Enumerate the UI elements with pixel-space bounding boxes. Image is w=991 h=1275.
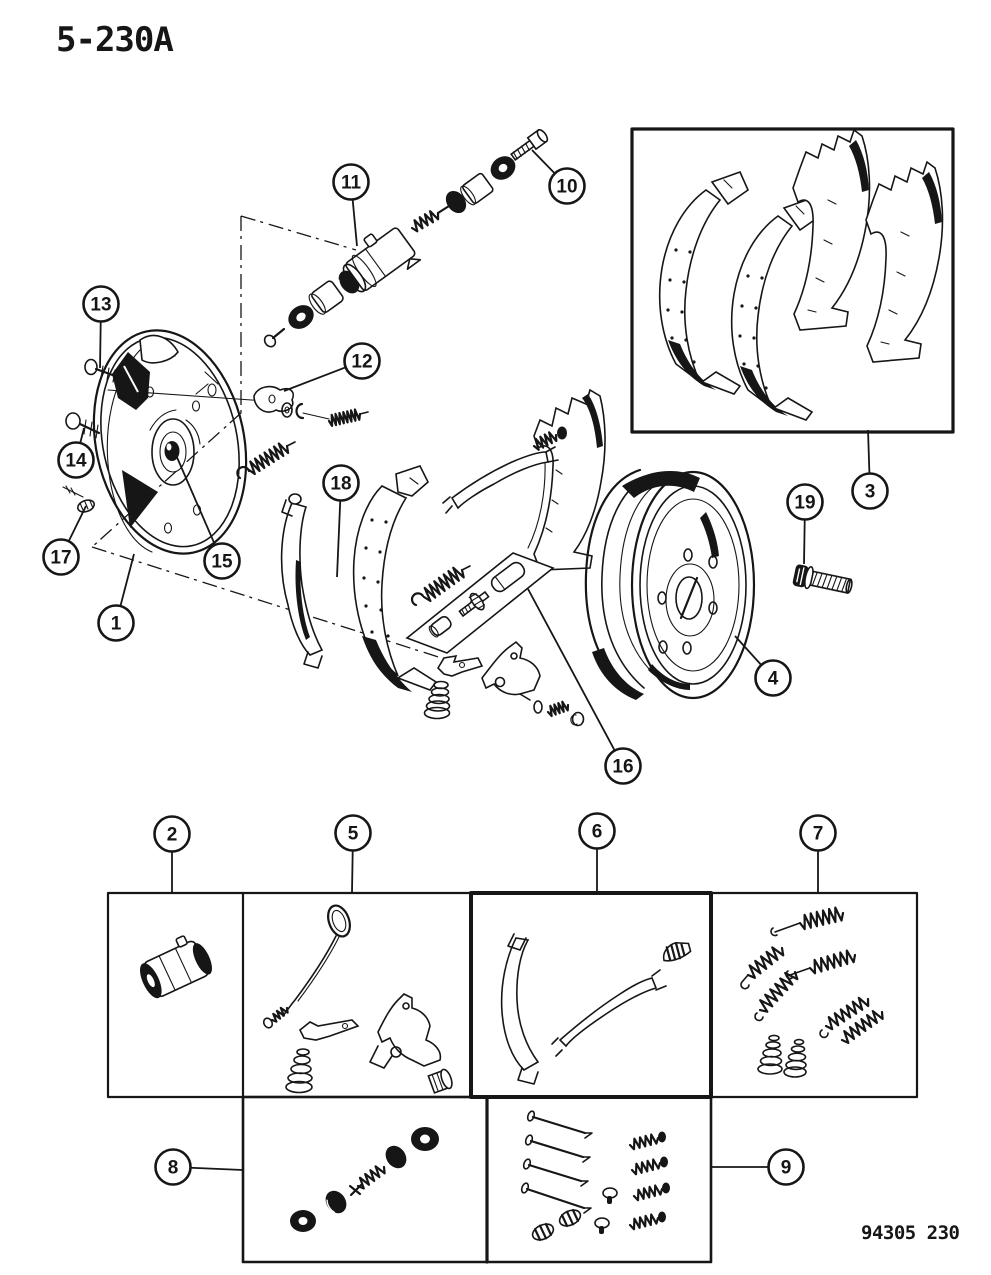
brake-drum: [584, 468, 853, 700]
callout-leader-5: [351, 850, 354, 893]
adjuster-kit-plate: [405, 552, 555, 654]
callout-leader-8: [190, 1166, 244, 1171]
callout-circle-10: [548, 167, 586, 205]
brake-shoe-cluster: [280, 388, 606, 692]
callout-number-1: 1: [111, 614, 122, 635]
wheel-cylinder-exploded: [263, 129, 549, 348]
callout-number-13: 13: [90, 295, 111, 316]
callout-number-5: 5: [348, 824, 359, 845]
kit-adjuster-lever: [262, 904, 453, 1094]
catalog-number-label: 94305 230: [861, 1222, 960, 1244]
construction-lines: [91, 215, 471, 668]
callout-number-17: 17: [50, 548, 71, 569]
backing-plate: [92, 329, 248, 555]
callout-number-9: 9: [781, 1158, 792, 1179]
nail-caps: [594, 1187, 618, 1234]
callout-circle-17: [42, 538, 80, 576]
wheel-stud-bolt: [792, 564, 853, 594]
callout-leader-13: [99, 321, 102, 369]
callout-circle-12: [343, 342, 381, 380]
callout-circle-18: [322, 464, 360, 502]
callout-leader-18: [336, 500, 342, 578]
callout-circle-11: [332, 163, 370, 201]
callout-number-10: 10: [556, 177, 577, 198]
callout-leader-14: [79, 427, 85, 444]
callout-circle-19: [786, 483, 824, 521]
callout-circle-15: [203, 542, 241, 580]
stud-holes: [657, 548, 718, 655]
callout-number-19: 19: [794, 493, 815, 514]
callout-number-14: 14: [65, 451, 87, 472]
shoe-package-box: [630, 127, 955, 434]
callout-circle-3: [851, 472, 889, 510]
kit-spring-package: [740, 906, 884, 1078]
callout-circle-14: [57, 441, 95, 479]
callout-leader-17: [67, 505, 87, 542]
callout-circle-7: [799, 814, 837, 852]
callout-number-15: 15: [211, 552, 233, 573]
anchor-hardware: [62, 358, 369, 513]
adjuster-levers: [423, 640, 585, 727]
kit5-cone-spring: [285, 1048, 313, 1094]
callout-circle-8: [154, 1148, 192, 1186]
shoe-rivets: [362, 518, 390, 656]
kit-grid: [106, 891, 919, 1264]
page-code-label: 5-230A: [56, 20, 174, 60]
callout-leader-3: [867, 429, 871, 474]
callout-number-3: 3: [865, 482, 876, 503]
callout-number-7: 7: [813, 824, 824, 845]
callout-leader-10: [531, 149, 556, 175]
callout-leader-1: [119, 553, 135, 607]
kit7-cone-springs: [757, 1034, 807, 1078]
callout-number-16: 16: [612, 757, 633, 778]
callout-leader-12: [283, 366, 346, 392]
callout-number-11: 11: [341, 173, 362, 194]
callout-circle-1: [97, 604, 135, 642]
callout-number-4: 4: [768, 669, 779, 690]
kit-cylinder-repair: [290, 1127, 439, 1232]
callout-number-2: 2: [167, 825, 178, 846]
callout-circle-16: [604, 747, 642, 785]
callout-circle-2: [153, 815, 191, 853]
callout-circle-9: [767, 1148, 805, 1186]
kit-park-brake-strut: [500, 933, 692, 1085]
callout-circle-4: [754, 659, 792, 697]
callout-leader-4: [734, 635, 762, 666]
callout-number-8: 8: [168, 1158, 179, 1179]
callout-circle-13: [82, 285, 120, 323]
callout-leader-15: [175, 454, 216, 546]
callout-number-18: 18: [330, 474, 351, 495]
kit-wheel-cylinder: [139, 935, 212, 999]
callout-leader-19: [803, 519, 806, 565]
callout-number-12: 12: [351, 352, 372, 373]
cone-spring: [423, 680, 451, 720]
callout-circle-5: [334, 814, 372, 852]
callout-leader-16: [527, 588, 616, 752]
kit-hold-down: [520, 1110, 670, 1242]
callout-number-6: 6: [592, 822, 603, 843]
callout-circle-6: [578, 812, 616, 850]
callout-leader-11: [351, 199, 358, 247]
